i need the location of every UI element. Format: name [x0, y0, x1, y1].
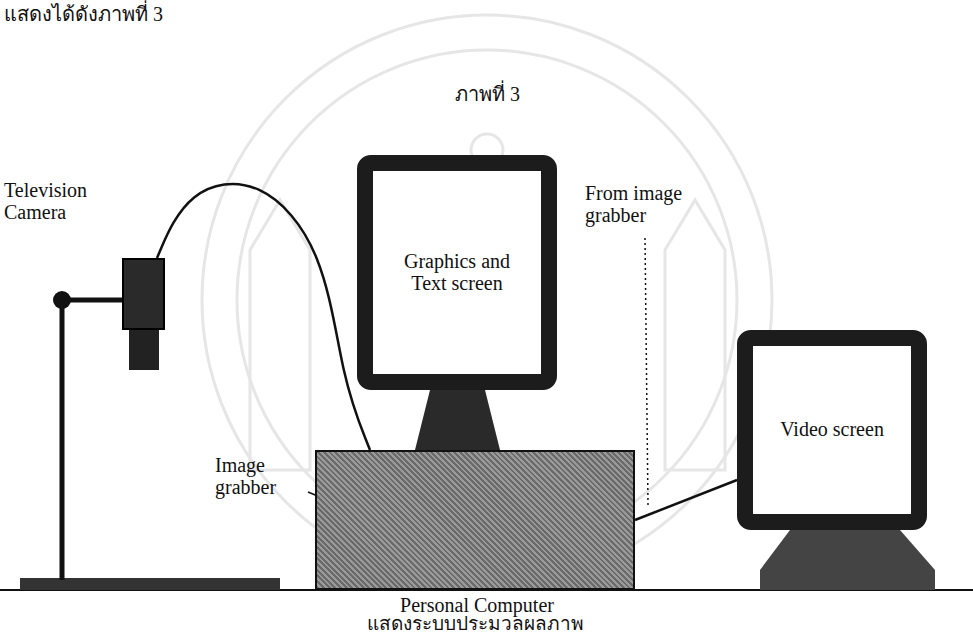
- screen-label: Graphics and Text screen: [402, 251, 512, 294]
- video-cable: [635, 480, 737, 520]
- camera-body: Television Camera: [122, 258, 165, 330]
- part-label: Television Camera: [4, 180, 112, 223]
- video-pedestal: [760, 530, 935, 590]
- body-text: แสดงได้ดังภาพที่ 3: [4, 4, 264, 26]
- screen-label: Video screen: [780, 419, 884, 441]
- stand-pole: [60, 300, 65, 580]
- part-label: Image grabber: [215, 455, 310, 498]
- camera-lens: [129, 330, 159, 370]
- monitor-stand: [415, 390, 500, 450]
- camera-cable: [157, 184, 370, 450]
- figure-caption: แสดงระบบประมวลผลภาพ: [330, 614, 620, 635]
- graphics-monitor: Graphics and Text screen: [357, 155, 557, 390]
- video-monitor: Video screen: [737, 330, 927, 530]
- stand-base: [20, 578, 280, 590]
- leader-line: [645, 238, 648, 505]
- stand-arm: [62, 298, 124, 303]
- part-label: From image grabber: [585, 183, 725, 226]
- computer-case: Personal Computer: [315, 450, 635, 590]
- figure-title: ภาพที่ 3: [400, 84, 575, 106]
